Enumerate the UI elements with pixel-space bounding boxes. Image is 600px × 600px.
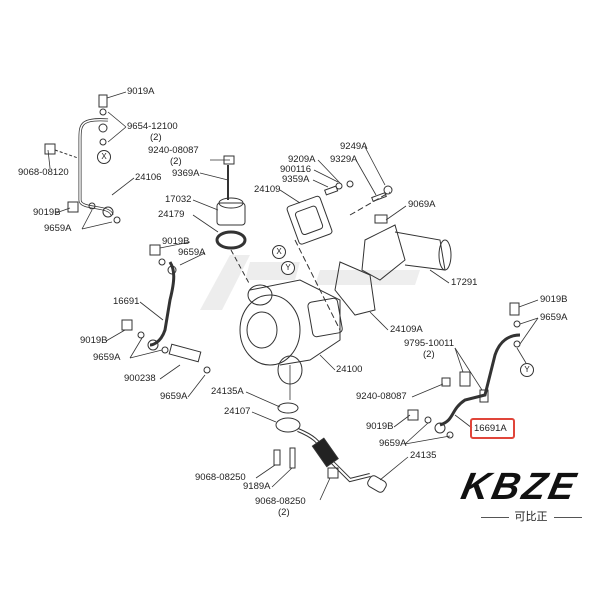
connector-marker-y: Y [520,363,534,377]
part-label-17032: 17032 [165,194,192,205]
part-label-9068-08250: 9068-08250 [195,472,246,483]
part-label-9369A: 9369A [172,168,200,179]
part-label-9795-10011: 9795-10011 [404,338,455,349]
part-label-9359A: 9359A [282,174,310,185]
part-label-9659A: 9659A [44,223,72,234]
part-label-9659A: 9659A [379,438,407,449]
part-label-9659A: 9659A [93,352,121,363]
part-label-24107: 24107 [224,406,251,417]
part-label-9240-08087: 9240-08087 [148,145,199,156]
part-label-24109A: 24109A [390,324,423,335]
brand-logo-subtitle: 可比正 [470,508,592,524]
part-label-9069A: 9069A [408,199,436,210]
drain-pipe-24107 [273,402,387,493]
highlight-box [470,418,515,439]
part-label-9019B: 9019B [162,236,190,247]
flange-17032 [215,155,251,286]
part-label-9189A: 9189A [243,481,271,492]
gasket-24109A [334,261,376,316]
studs-nuts [324,180,393,224]
elbow-17291 [361,224,452,281]
part-label-9019B: 9019B [80,335,108,346]
oil-pipe-24106 [44,94,121,224]
part-label-24135: 24135 [410,450,437,461]
part-label-9240-08087: 9240-08087 [356,391,407,402]
part-qty: (2) [170,156,182,167]
turbocharger-24100 [239,279,343,385]
part-qty: (2) [278,507,290,518]
part-label-24109: 24109 [254,184,281,195]
part-label-24106: 24106 [135,172,162,183]
connector-marker-y: Y [281,261,295,275]
part-label-9659A: 9659A [160,391,188,402]
part-label-9019B: 9019B [366,421,394,432]
part-label-9068-08250: 9068-08250 [255,496,306,507]
part-qty: (2) [423,349,435,360]
leader-lines [47,91,539,501]
gasket-24109 [286,195,333,245]
oil-pipe-16691 [121,244,211,374]
part-label-9068-08120: 9068-08120 [18,167,69,178]
part-label-24100: 24100 [336,364,363,375]
part-label-17291: 17291 [451,277,478,288]
part-label-9654-12100: 9654-12100 [127,121,178,132]
part-label-16691A: 16691A [474,423,507,434]
part-label-24135A: 24135A [211,386,244,397]
part-qty: (2) [150,132,162,143]
part-label-24179: 24179 [158,209,185,220]
connector-marker-x: X [272,245,286,259]
oil-pipe-16691A [407,302,521,439]
part-label-9019A: 9019A [127,86,155,97]
connector-marker-x: X [97,150,111,164]
part-label-9019B: 9019B [540,294,568,305]
part-label-9209A: 9209A [288,154,316,165]
part-label-9659A: 9659A [540,312,568,323]
part-label-900238: 900238 [124,373,156,384]
part-label-9249A: 9249A [340,141,368,152]
part-label-16691: 16691 [113,296,140,307]
brand-logo: KBZE [457,466,583,508]
part-label-9329A: 9329A [330,154,358,165]
part-label-900116: 900116 [280,164,311,175]
watermark [200,255,420,310]
part-label-9019B: 9019B [33,207,61,218]
part-label-9659A: 9659A [178,247,206,258]
